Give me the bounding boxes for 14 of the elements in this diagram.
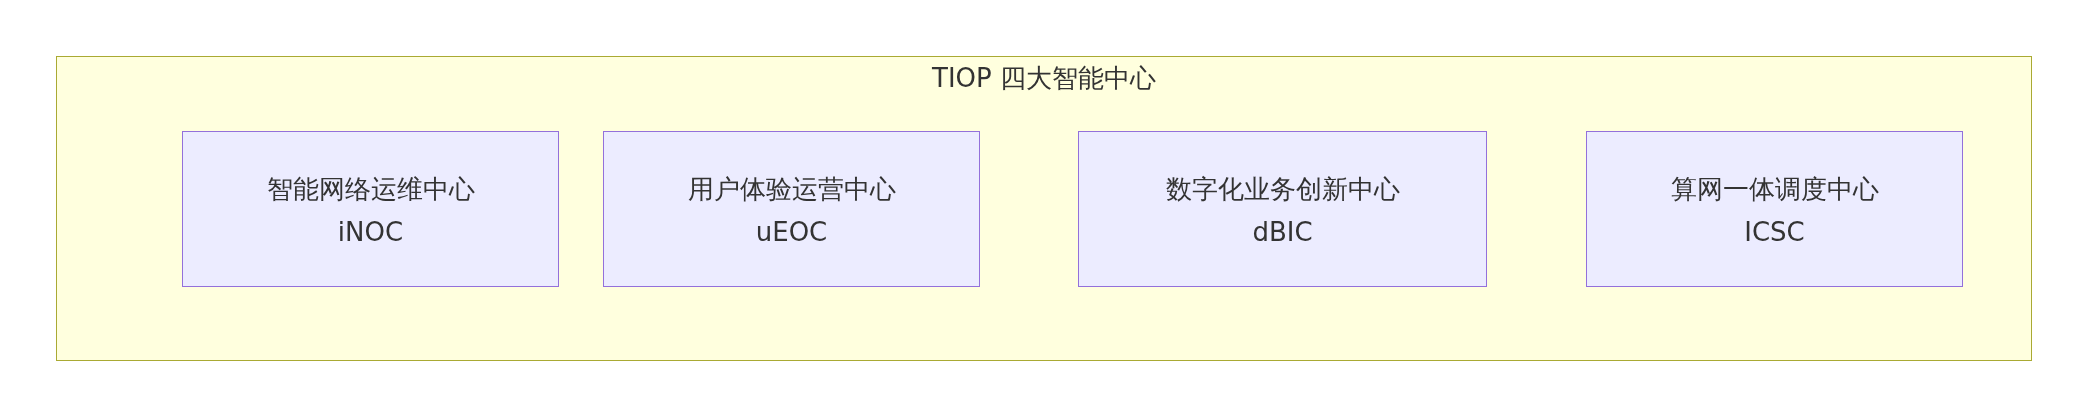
group-title: TIOP 四大智能中心 bbox=[931, 62, 1157, 95]
center-name: 算网一体调度中心 bbox=[1670, 172, 1879, 206]
center-name: 智能网络运维中心 bbox=[266, 172, 475, 206]
center-abbreviation: uEOC bbox=[755, 216, 828, 247]
process-box bbox=[603, 131, 980, 287]
center-abbreviation: iNOC bbox=[337, 216, 404, 247]
center-name: 数字化业务创新中心 bbox=[1165, 172, 1400, 206]
process-box bbox=[1078, 131, 1487, 287]
process-box bbox=[1586, 131, 1963, 287]
center-name: 用户体验运营中心 bbox=[687, 172, 896, 206]
center-abbreviation: dBIC bbox=[1252, 216, 1313, 247]
group-container bbox=[56, 56, 2032, 361]
process-box bbox=[182, 131, 559, 287]
center-abbreviation: ICSC bbox=[1744, 216, 1805, 247]
